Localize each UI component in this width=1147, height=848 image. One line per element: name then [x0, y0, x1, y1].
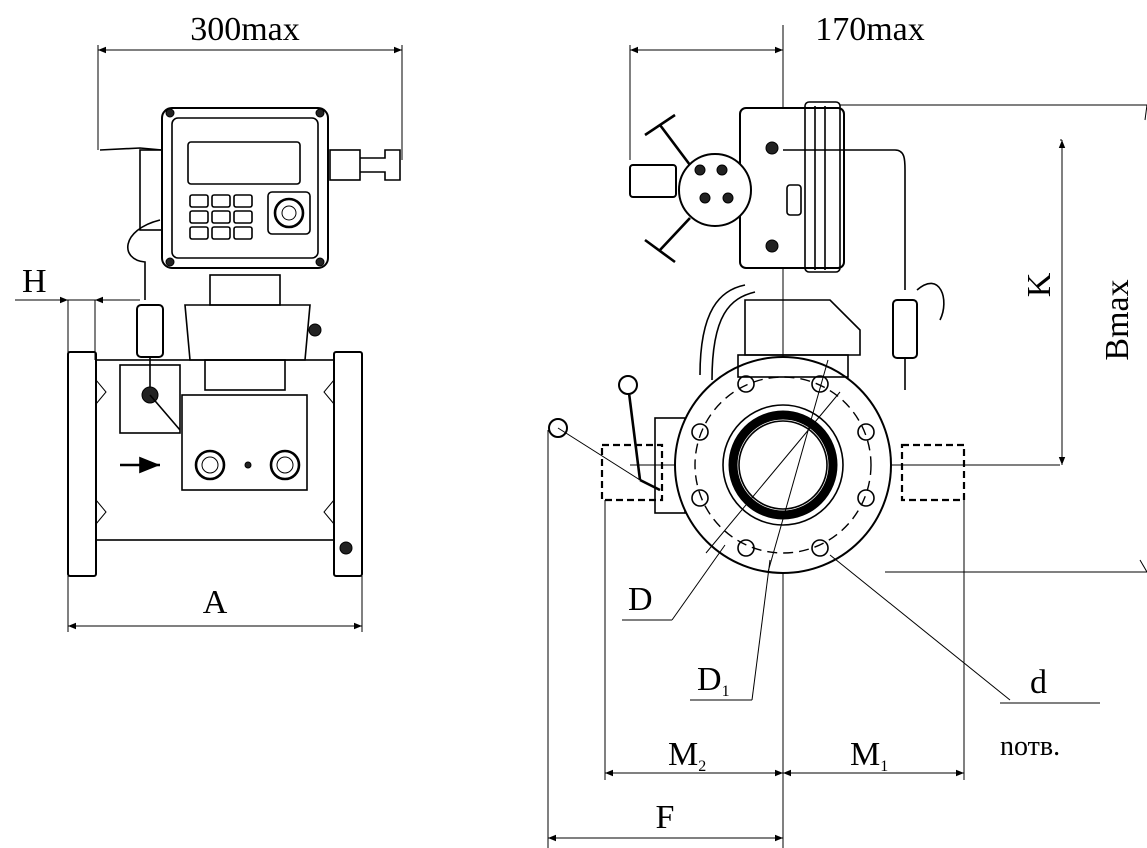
label-d-hole: d — [1030, 664, 1047, 701]
label-d-outer: D — [628, 581, 653, 618]
label-n-holes: nотв. — [1000, 731, 1060, 762]
label-k: K — [1021, 272, 1058, 297]
label-a: A — [203, 584, 228, 621]
label-d1: D1 — [697, 661, 730, 700]
label-m1: M1 — [850, 736, 888, 775]
label-h: H — [22, 263, 47, 300]
label-m2: M2 — [668, 736, 706, 775]
label-f: F — [656, 799, 675, 836]
label-width-max: 300max — [190, 11, 300, 48]
label-b-max: Bmax — [1099, 279, 1136, 360]
side-view — [547, 25, 1147, 848]
label-depth-max: 170max — [815, 11, 925, 48]
front-view — [15, 45, 403, 632]
